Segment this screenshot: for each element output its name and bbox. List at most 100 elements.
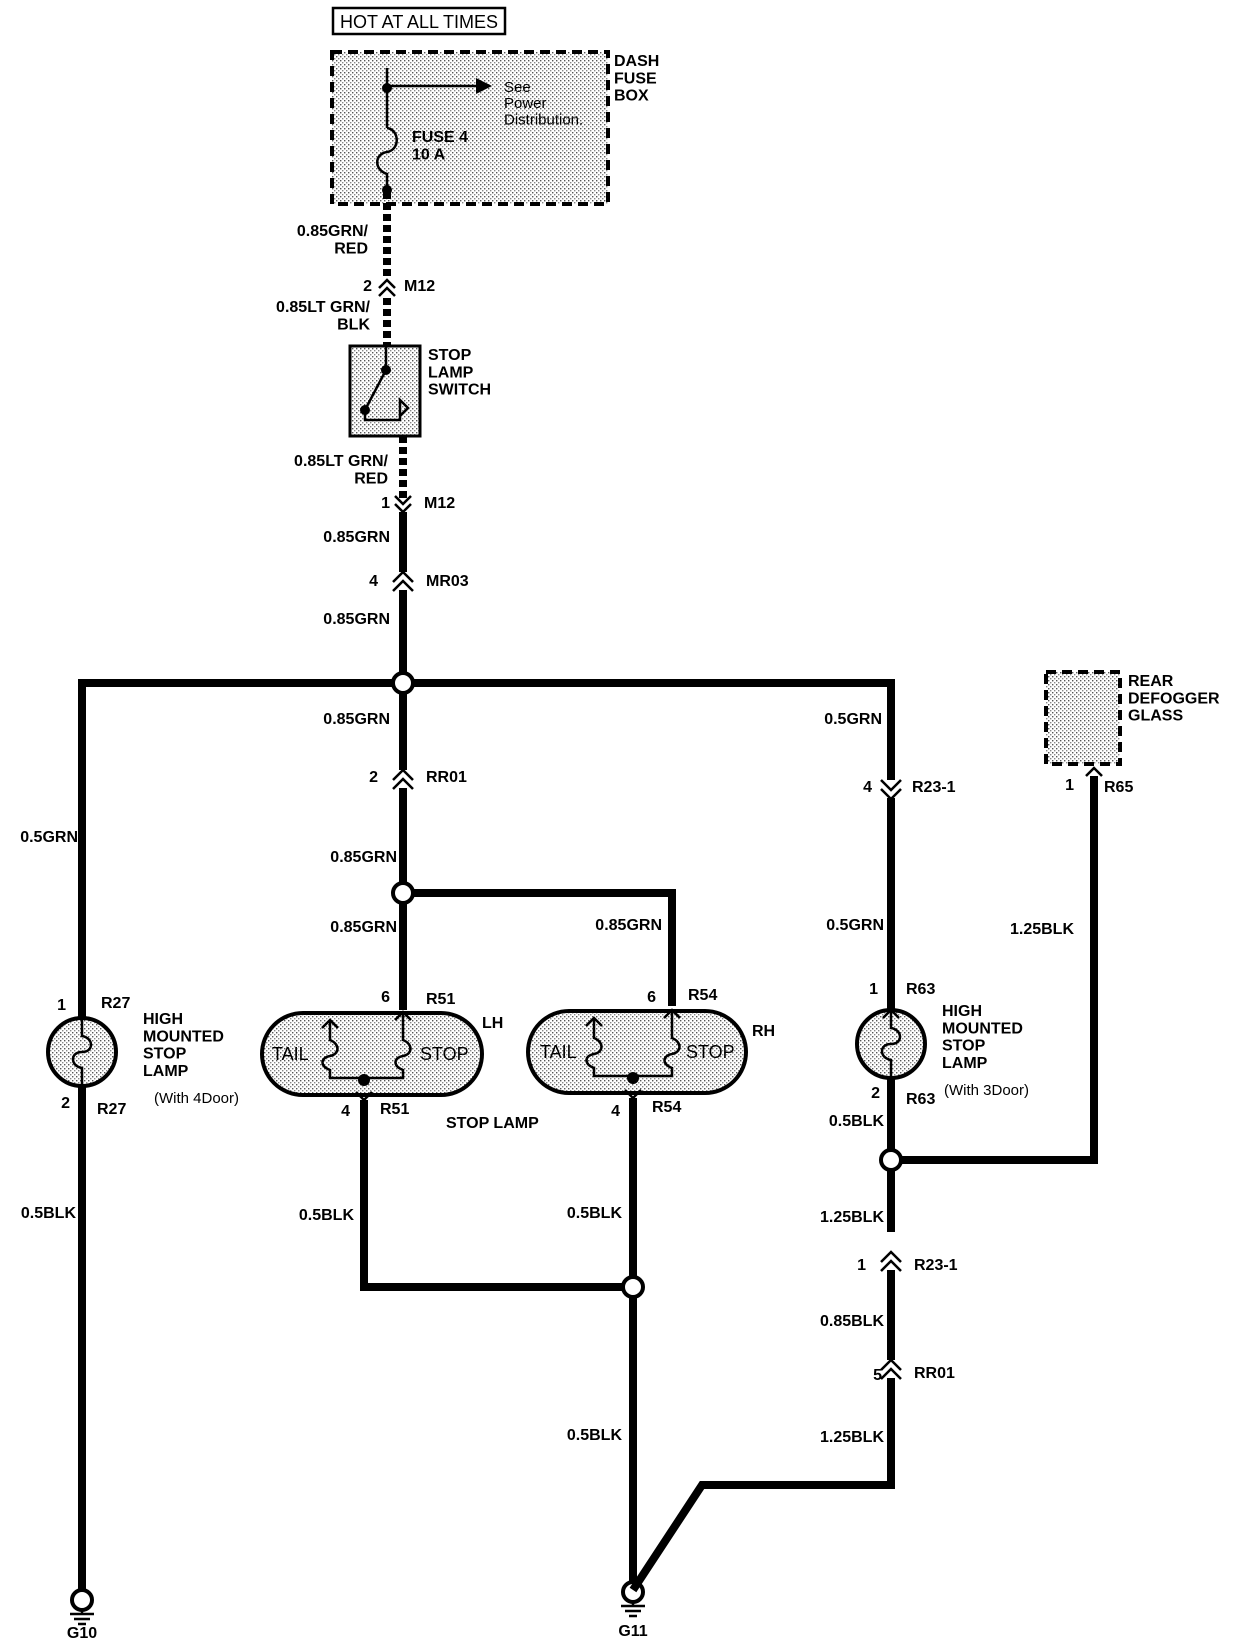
wire-label-blk-r2: 0.85BLK bbox=[820, 1313, 884, 1330]
r51-bottom-name: R51 bbox=[380, 1101, 409, 1118]
connector-r23-bottom-name: R23-1 bbox=[914, 1257, 958, 1274]
lamp-rh-tail: TAIL bbox=[540, 1042, 577, 1062]
wire-rr01b-to-g11 bbox=[629, 1378, 895, 1593]
connector-m12-bottom bbox=[394, 495, 412, 514]
lamp-lh-tail-arrow bbox=[321, 1018, 339, 1029]
lamp-lh-stop: STOP bbox=[420, 1044, 469, 1064]
wire-label-w6: 0.85GRN bbox=[323, 711, 390, 728]
connector-r65-pin: 1 bbox=[1065, 777, 1074, 794]
hmsl-4door-note: (With 4Door) bbox=[154, 1090, 239, 1107]
main-splice bbox=[391, 671, 415, 695]
fuse-symbol bbox=[376, 126, 398, 190]
r54-top-name: R54 bbox=[688, 987, 717, 1004]
r63-top-name: R63 bbox=[906, 981, 935, 998]
lamp-lh-stop-arrow bbox=[394, 1010, 412, 1021]
wire-defogger-ground bbox=[891, 776, 1098, 1164]
lamp-lh-stop-filament bbox=[364, 1012, 412, 1080]
wire-label-blk-lh: 0.5BLK bbox=[299, 1207, 355, 1224]
lamp-rh-tail-filament bbox=[585, 1018, 635, 1081]
g10-label: G10 bbox=[67, 1625, 97, 1638]
connector-m12-top-pin: 2 bbox=[363, 278, 372, 295]
wire-label-w7: 0.85GRN bbox=[330, 849, 397, 866]
connector-mr03-name: MR03 bbox=[426, 573, 469, 590]
wire-label-w9: 0.85GRN bbox=[595, 917, 662, 934]
g11-label: G11 bbox=[618, 1623, 647, 1638]
stop-lamp-lh bbox=[260, 1011, 484, 1097]
connector-rr01-bottom bbox=[880, 1358, 902, 1380]
splice-lamps bbox=[391, 881, 415, 905]
wire-splice2-to-rh bbox=[403, 889, 676, 1006]
hmsl-3door-arrow bbox=[882, 1008, 900, 1019]
wire-label-right2: 0.5GRN bbox=[826, 917, 884, 934]
r54-top-pin: 6 bbox=[647, 989, 656, 1006]
lamp-rh-stop-filament bbox=[633, 1010, 681, 1078]
lamp-lh-tail: TAIL bbox=[272, 1044, 309, 1064]
connector-m12-bottom-name: M12 bbox=[424, 495, 455, 512]
connector-r23-bottom bbox=[880, 1250, 902, 1272]
connector-rr01-top bbox=[392, 768, 414, 790]
r51-top-name: R51 bbox=[426, 991, 455, 1008]
switch-lead-bottom bbox=[363, 396, 410, 422]
g10-ground-terminal bbox=[70, 1588, 94, 1612]
wire-lh-ground bbox=[360, 1100, 633, 1291]
r63-bottom-pin: 2 bbox=[871, 1085, 880, 1102]
wire-label-blk-g11: 0.5BLK bbox=[567, 1427, 623, 1444]
connector-rr01-bottom-name: RR01 bbox=[914, 1365, 955, 1382]
connector-r23-top-name: R23-1 bbox=[912, 779, 956, 796]
lamp-lh-tail-filament bbox=[321, 1020, 366, 1083]
fuse-box-terminal-top bbox=[382, 83, 392, 93]
splice-r63-defogger bbox=[879, 1148, 903, 1172]
wire-label-defog: 1.25BLK bbox=[1010, 921, 1074, 938]
hot-at-all-times-label: HOT AT ALL TIMES bbox=[340, 12, 498, 32]
r51-bottom-pin: 4 bbox=[341, 1103, 350, 1120]
wire-label-blk-r63: 0.5BLK bbox=[829, 1113, 885, 1130]
connector-rr01-top-name: RR01 bbox=[426, 769, 467, 786]
lamp-rh-tail-arrow bbox=[585, 1016, 603, 1027]
wire-label-left: 0.5GRN bbox=[20, 829, 78, 846]
connector-mr03 bbox=[392, 570, 414, 592]
wire-label-w3: 0.85LT GRN/RED bbox=[294, 453, 389, 487]
connector-m12-bottom-pin: 1 bbox=[381, 495, 390, 512]
r27-bottom-name: R27 bbox=[97, 1101, 126, 1118]
lamp-rh-stop: STOP bbox=[686, 1042, 735, 1062]
r27-top-name: R27 bbox=[101, 995, 130, 1012]
splice-ground-lamps bbox=[621, 1275, 645, 1299]
hmsl-3door-filament bbox=[880, 1010, 902, 1078]
lamp-lh-ground-node bbox=[358, 1074, 370, 1086]
wire-label-w5: 0.85GRN bbox=[323, 611, 390, 628]
connector-r23-top bbox=[880, 779, 902, 801]
hmsl-4door-filament bbox=[71, 1018, 93, 1086]
lamp-lh-side: LH bbox=[482, 1015, 503, 1032]
wire-label-w1: 0.85GRN/RED bbox=[297, 223, 369, 257]
connector-m12-top-name: M12 bbox=[404, 278, 435, 295]
r27-top-pin: 1 bbox=[57, 997, 66, 1014]
connector-rr01-top-pin: 2 bbox=[369, 769, 378, 786]
see-arrow-head bbox=[476, 78, 492, 94]
g11-ground-icon bbox=[621, 1602, 645, 1618]
connector-r65 bbox=[1085, 766, 1103, 777]
connector-m12-top bbox=[378, 278, 396, 297]
r51-top-pin: 6 bbox=[381, 989, 390, 1006]
stop-lamp-label: STOP LAMP bbox=[446, 1115, 539, 1132]
g10-ground-icon bbox=[70, 1610, 94, 1626]
wire-label-right1: 0.5GRN bbox=[824, 711, 882, 728]
connector-r23-bottom-pin: 1 bbox=[857, 1257, 866, 1274]
hot-at-all-times-box bbox=[331, 6, 507, 36]
connector-r65-name: R65 bbox=[1104, 779, 1133, 796]
lamp-rh-stop-arrow bbox=[663, 1008, 681, 1019]
r54-bottom-pin: 4 bbox=[611, 1103, 620, 1120]
wire-label-blk-rh: 0.5BLK bbox=[567, 1205, 623, 1222]
r63-bottom-name: R63 bbox=[906, 1091, 935, 1108]
switch-blade bbox=[363, 369, 388, 411]
connector-r23-top-pin: 4 bbox=[863, 779, 872, 796]
wire-label-w8: 0.85GRN bbox=[330, 919, 397, 936]
rear-defogger-glass bbox=[1044, 670, 1122, 766]
wire-label-w4: 0.85GRN bbox=[323, 529, 390, 546]
